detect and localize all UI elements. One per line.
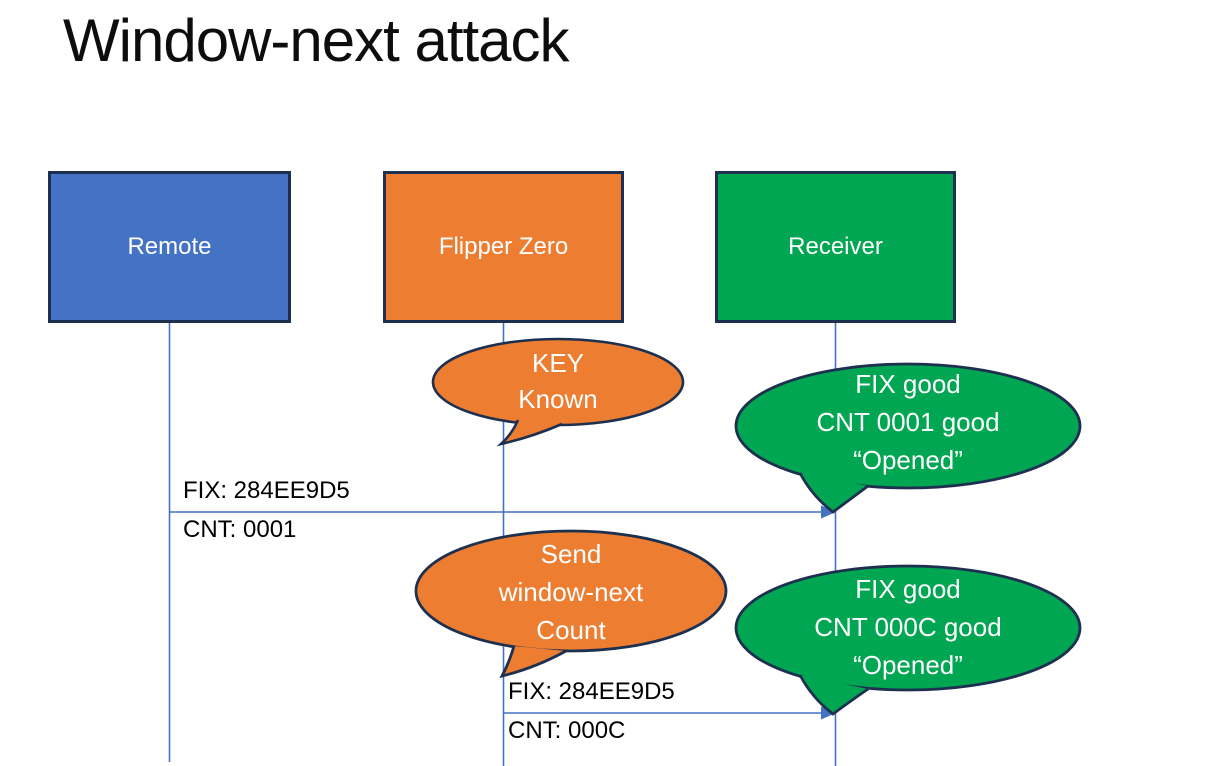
actor-box-flipper-zero: Flipper Zero [383,171,624,323]
callout-bubble-opened-second [734,564,1082,692]
callout-line: FIX good [855,369,961,399]
callout-line: window-next [498,577,644,607]
callout-line: Known [518,384,598,414]
message-arrow-2-head [821,706,836,720]
page-title: Window-next attack [63,7,570,74]
callout-line: “Opened” [853,650,963,680]
callout-text-send-window-next: Send window-next Count [441,535,701,649]
actor-label-remote: Remote [127,233,212,260]
actor-box-receiver: Receiver [715,171,956,323]
callout-text-key-known: KEY Known [458,345,658,417]
callout-line: CNT 0001 good [816,407,1000,437]
callout-line: CNT 000C good [814,612,1002,642]
message-1-label-fix: FIX: 284EE9D5 [183,477,350,504]
actor-label-flipper-zero: Flipper Zero [438,233,569,260]
message-2-label-cnt: CNT: 000C [508,717,626,744]
message-arrow-1-head [821,505,836,519]
callout-line: KEY [531,348,585,378]
actor-box-remote: Remote [48,171,291,323]
callout-line: FIX good [855,574,961,604]
callout-tail-send-window-next [499,645,567,679]
callout-line: Count [536,615,606,645]
callout-tail-opened-first [798,472,869,514]
callout-bubble-opened-first [734,362,1082,490]
message-2-label-fix: FIX: 284EE9D5 [508,678,675,705]
callout-bubble-send-window-next [414,529,728,653]
callout-line: “Opened” [853,445,963,475]
callout-text-opened-second: FIX good CNT 000C good “Opened” [778,570,1038,684]
callout-tail-opened-second [798,674,869,716]
callout-line: Send [540,539,602,569]
callout-tail-key-known [496,419,563,447]
callout-text-opened-first: FIX good CNT 0001 good “Opened” [778,365,1038,479]
actor-label-receiver: Receiver [788,233,883,260]
message-1-label-cnt: CNT: 0001 [183,516,297,543]
